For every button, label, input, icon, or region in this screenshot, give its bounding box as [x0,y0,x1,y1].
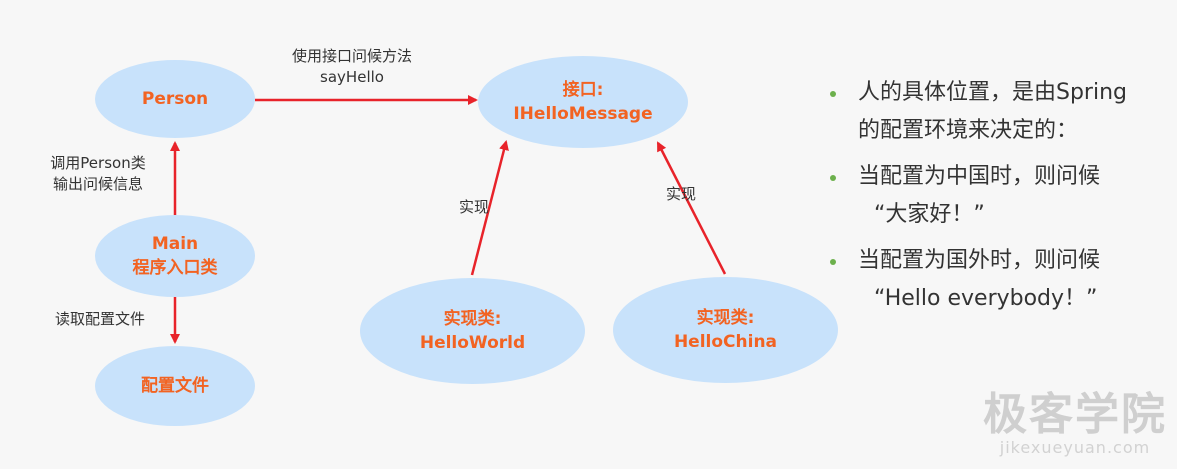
watermark-logo: 极客学院 jikexueyuan.com [983,391,1167,457]
node-helloworld-sublabel: HelloWorld [419,333,526,353]
bullet-dot [830,175,836,181]
node-config-file: 配置文件 [95,346,255,426]
edge-label-line1: 读取配置文件 [54,310,145,328]
note-line: 的配置环境来决定的： [858,118,1079,143]
node-main-sublabel: 程序入口类 [132,258,218,278]
arrow-helloworld-to-interface [470,140,509,276]
edge-label-line1: 实现 [665,185,696,203]
node-person: Person [95,60,255,138]
node-interface-sublabel: IHelloMessage [513,104,653,124]
node-interface: 接口: IHelloMessage [478,56,688,148]
notes-list: 人的具体位置，是由Spring 的配置环境来决定的： 当配置为中国时，则问候 “… [830,74,1170,326]
note-item: 人的具体位置，是由Spring 的配置环境来决定的： [830,74,1170,150]
edge-label-main-to-person: 调用Person类 输出问候信息 [28,153,168,195]
note-line: 人的具体位置，是由Spring [858,80,1127,105]
node-hellochina-sublabel: HelloChina [673,332,778,352]
edge-label-line2: 输出问候信息 [52,175,143,193]
note-line: “大家好！” [874,202,985,227]
node-main-label: Main [151,234,199,254]
edge-label-helloworld-impl: 实现 [449,197,499,218]
edge-label-line1: 实现 [458,198,489,216]
node-person-label: Person [141,89,209,109]
edge-label-line1: 调用Person类 [50,154,146,172]
watermark-cn: 极客学院 [983,389,1167,440]
bullet-dot [830,91,836,97]
edge-label-hellochina-impl: 实现 [656,184,706,205]
node-helloworld: 实现类: HelloWorld [360,278,585,384]
node-interface-label: 接口: [562,80,604,100]
arrow-hellochina-to-interface [656,141,727,275]
note-item: 当配置为国外时，则问候 “Hello everybody！” [830,242,1170,318]
edge-label-line1: 使用接口问候方法 [291,47,412,65]
watermark-en: jikexueyuan.com [999,438,1151,457]
edge-label-main-to-config: 读取配置文件 [30,309,170,330]
edge-label-line2: sayHello [320,68,384,86]
edge-label-person-to-interface: 使用接口问候方法 sayHello [262,46,442,88]
node-hellochina-label: 实现类: [696,308,755,328]
node-hellochina: 实现类: HelloChina [613,277,838,383]
node-config-label: 配置文件 [141,376,209,396]
node-main: Main 程序入口类 [95,215,255,297]
note-item: 当配置为中国时，则问候 “大家好！” [830,158,1170,234]
note-line: 当配置为国外时，则问候 [858,248,1101,273]
node-helloworld-label: 实现类: [443,309,502,329]
bullet-dot [830,259,836,265]
note-line: 当配置为中国时，则问候 [858,164,1101,189]
note-line: “Hello everybody！” [874,286,1098,311]
